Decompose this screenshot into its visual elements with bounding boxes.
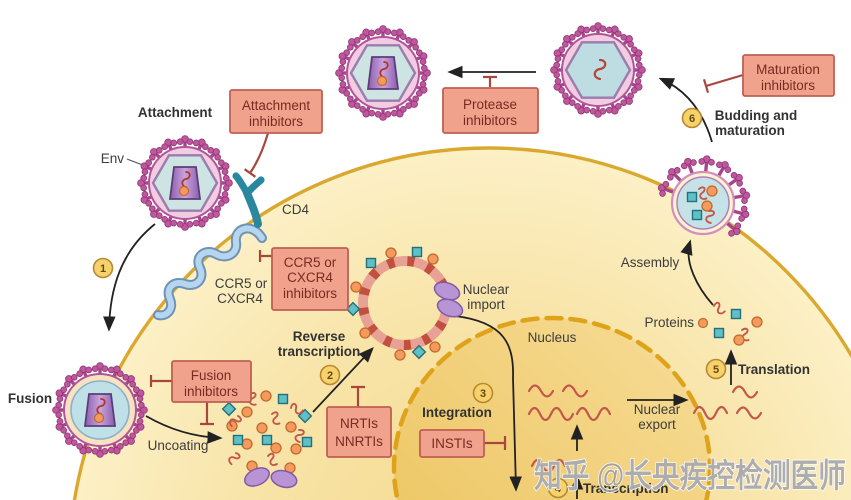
box-maturation-line1: Maturation: [756, 62, 820, 77]
inhibitor-box-rt: NRTIs NNRTIs: [326, 406, 392, 458]
box-protease-line1: Protease: [463, 97, 517, 112]
virion-extracellular-mature: [336, 26, 431, 121]
step-marker-1: 1: [92, 257, 114, 279]
arrow-reverse-transcription: [312, 347, 374, 413]
step-marker-5: 5: [705, 358, 727, 380]
cd4-receptor-icon: [232, 172, 265, 228]
box-coreceptor-line3: inhibitors: [283, 286, 337, 301]
arrow-uncoating: [145, 415, 223, 444]
step-number-6: 6: [689, 113, 695, 125]
label-reverse-transcription-line1: Reverse: [293, 329, 346, 344]
step-markers: 1 2 3 4 5 6: [92, 107, 727, 499]
box-maturation-line2: inhibitors: [761, 78, 815, 93]
label-budding-line2: maturation: [715, 123, 785, 138]
inhibit-line-maturation: [702, 73, 744, 94]
label-nuclear-import-line1: Nuclear: [463, 282, 510, 297]
arrow-attachment-to-fusion: [103, 223, 156, 332]
inhibit-line-insti: [483, 436, 507, 450]
box-attachment-line1: Attachment: [242, 98, 311, 113]
label-nuclear-export-line2: export: [638, 417, 676, 432]
label-uncoating: Uncoating: [148, 438, 209, 453]
label-reverse-transcription-line2: transcription: [278, 344, 361, 359]
inhibitor-box-protease: Protease inhibitors: [442, 87, 539, 134]
virion-fusion: [53, 363, 148, 458]
inhibit-line-coreceptor: [258, 250, 272, 262]
inhibitor-box-maturation: Maturation inhibitors: [742, 54, 835, 97]
inhibitor-box-attachment: Attachment inhibitors: [229, 89, 323, 134]
step-marker-3: 3: [472, 382, 494, 404]
step-number-4: 4: [555, 483, 562, 495]
inhibitor-box-fusion: Fusion inhibitors: [171, 360, 252, 403]
inhibitor-box-coreceptor: CCR5 or CXCR4 inhibitors: [271, 247, 349, 311]
circular-viral-dna-icon: [345, 246, 466, 361]
inhibit-line-attachment: [243, 132, 270, 178]
step-number-1: 1: [100, 263, 106, 275]
step-number-2: 2: [327, 370, 333, 382]
inhibitor-box-insti: INSTIs: [419, 429, 485, 458]
label-env: Env: [101, 151, 125, 166]
virion-attachment: [138, 136, 233, 231]
label-coreceptor-line2: CXCR4: [217, 291, 263, 306]
virion-budding: [654, 153, 753, 242]
inhibition-lines: [149, 73, 744, 450]
inhibitor-boxes: Attachment inhibitors CCR5 or CXCR4 inhi…: [171, 54, 835, 458]
flow-arrows: [103, 65, 738, 499]
step-number-5: 5: [713, 364, 719, 376]
label-nuclear-import-line2: import: [467, 297, 505, 312]
box-rt-line1: NRTIs: [340, 416, 378, 431]
label-assembly: Assembly: [621, 255, 680, 270]
box-coreceptor-line2: CXCR4: [287, 270, 333, 285]
coreceptor-icon: [153, 223, 267, 321]
arrow-budding-to-virion: [658, 77, 713, 143]
label-budding-line1: Budding and: [715, 108, 797, 123]
label-cd4: CD4: [282, 202, 309, 217]
label-attachment: Attachment: [138, 105, 213, 120]
box-fusion-line2: inhibitors: [184, 384, 238, 399]
virion-immature-released: [551, 23, 646, 118]
arrow-assembly: [680, 239, 714, 306]
box-fusion-line1: Fusion: [191, 368, 232, 383]
label-coreceptor-line1: CCR5 or: [215, 276, 268, 291]
inhibit-line-nrti: [351, 385, 365, 407]
arrow-nuclear-import-integration: [454, 315, 522, 492]
box-protease-line2: inhibitors: [463, 113, 517, 128]
label-integration: Integration: [422, 405, 492, 420]
step-marker-2: 2: [319, 364, 341, 386]
box-attachment-line2: inhibitors: [249, 114, 303, 129]
label-nucleus: Nucleus: [528, 330, 577, 345]
box-insti-line1: INSTIs: [431, 436, 473, 451]
inhibit-line-fusion: [149, 375, 172, 387]
label-proteins: Proteins: [644, 315, 694, 330]
watermark: 知乎 @长央疾控检测医师: [534, 457, 846, 494]
step-number-3: 3: [480, 388, 486, 400]
label-fusion: Fusion: [8, 391, 52, 406]
label-transcription: Transcription: [583, 481, 669, 496]
box-rt-line2: NNRTIs: [335, 434, 383, 449]
label-translation: Translation: [738, 362, 810, 377]
step-marker-4: 4: [547, 477, 569, 499]
step-marker-6: 6: [681, 107, 703, 129]
inhibit-line-protease: [483, 75, 497, 87]
box-coreceptor-line1: CCR5 or: [284, 255, 337, 270]
viral-proteins-cluster: [697, 300, 763, 346]
inhibit-line-fusion-2: [200, 402, 214, 426]
label-nuclear-export-line1: Nuclear: [634, 402, 681, 417]
